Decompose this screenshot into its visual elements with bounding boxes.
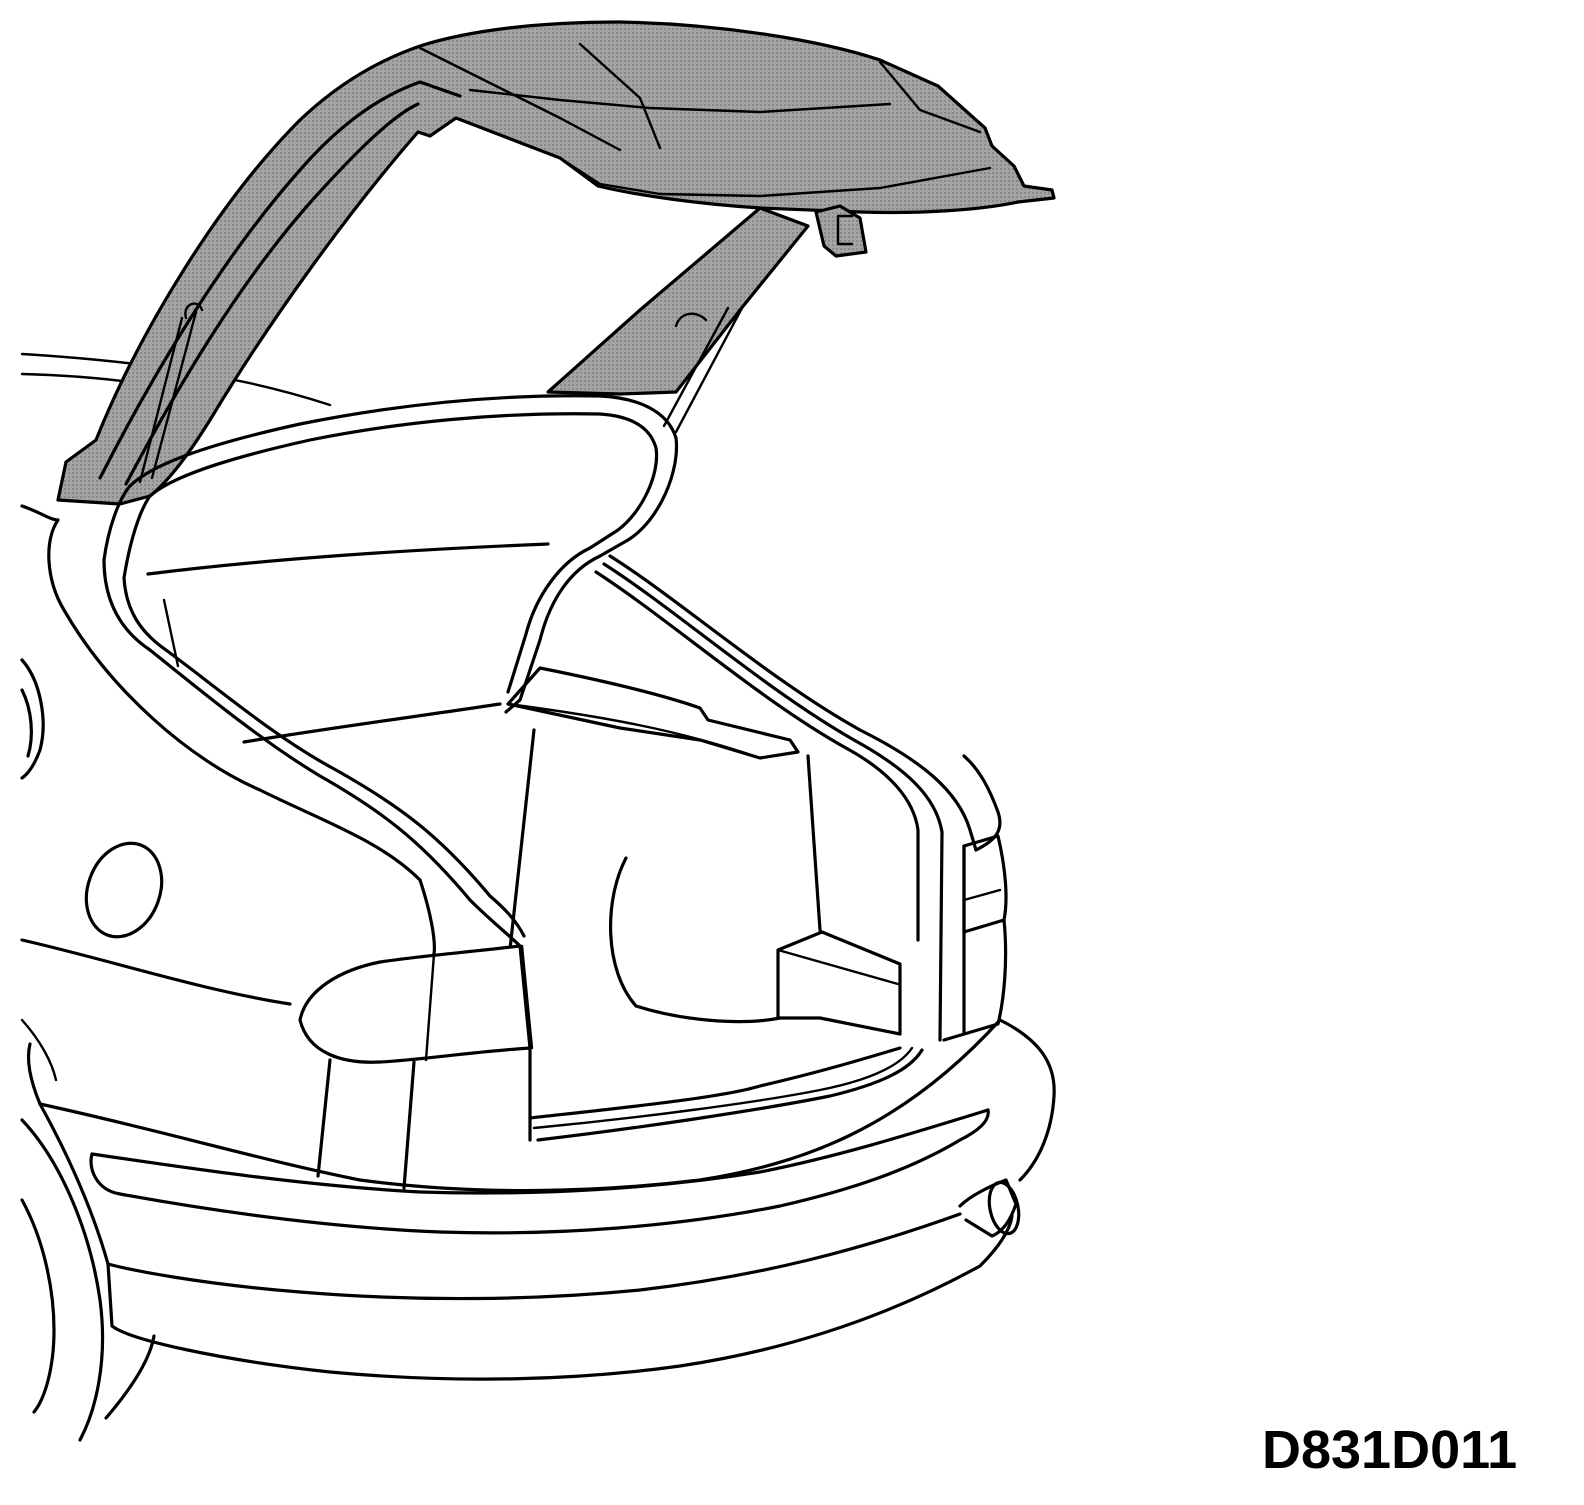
tailgate-panel-edge	[558, 156, 992, 198]
body-left-side-lower	[20, 938, 292, 1006]
tailgate-panel-line-4	[468, 88, 892, 114]
hatch-opening-left-inner	[122, 576, 492, 898]
boot-shelf-strip	[506, 666, 800, 760]
tailgate	[56, 20, 1056, 506]
gas-strut-left-mount	[184, 302, 204, 320]
wheel-well-cover	[608, 856, 782, 1024]
boot-right-seal-outer	[608, 554, 978, 852]
right-tail-light	[962, 834, 1008, 934]
tailgate-panel-line-3	[878, 60, 982, 134]
tailgate-seal-inner	[124, 102, 420, 486]
parcel-shelf-front-edge	[242, 702, 502, 744]
rear-tyre-tread	[104, 1334, 156, 1420]
gas-strut-left-2	[138, 316, 184, 484]
gas-strut-left	[150, 310, 198, 480]
boot-right-wall	[806, 754, 822, 932]
left-tail-light-divider	[424, 952, 436, 1062]
rear-bumper-lower-edge	[106, 1212, 962, 1301]
side-storage-box	[776, 930, 902, 1036]
hatch-opening-seal-inner	[122, 412, 659, 694]
rear-bumper-left-end	[38, 1102, 110, 1266]
gas-strut-right-mount	[674, 312, 708, 328]
rear-bumper-left-fold	[26, 1042, 42, 1106]
hatch-opening-seal-outer	[102, 394, 679, 714]
tailgate-latch-hook	[836, 214, 854, 246]
boot-right-seal-inner	[594, 570, 920, 942]
wheel-arch-trim	[20, 1018, 58, 1082]
left-tail-light	[298, 944, 532, 1064]
parcel-shelf-back-edge	[146, 542, 550, 576]
gas-strut-right-2	[662, 306, 730, 428]
boot-sill-mid	[532, 1046, 914, 1130]
tailgate-latch	[814, 204, 868, 258]
gas-strut-right	[674, 306, 744, 434]
right-tail-light-edge	[962, 888, 1002, 902]
rear-tyre-outer	[20, 1118, 105, 1442]
fuel-filler-cap	[84, 841, 164, 939]
left-tail-light-edge	[520, 944, 534, 1050]
right-rear-corner	[962, 754, 1002, 852]
left-rear-pillar-2	[468, 898, 522, 948]
hatch-opening-left	[102, 558, 472, 902]
boot-sill-upper	[528, 1046, 902, 1120]
tailgate-seal-outer	[98, 80, 462, 480]
side-storage-box-edge	[776, 948, 900, 986]
rear-tyre-inner	[20, 1198, 56, 1414]
boot-shelf-strip-line	[506, 702, 762, 760]
rear-bumper-bottom	[106, 1214, 1014, 1381]
left-rear-pillar	[418, 878, 436, 956]
body-below-left-light	[316, 1058, 332, 1178]
rear-bumper-top	[38, 1018, 1056, 1193]
tailgate-panel	[56, 20, 1056, 506]
exhaust-pipe	[958, 1178, 1021, 1238]
rear-wheel-arch-inner	[20, 688, 33, 758]
body-left-side	[20, 504, 422, 882]
boot-right-seal-mid	[602, 562, 944, 834]
boot-sill-lower	[536, 1048, 924, 1142]
rear-wheel-arch	[20, 658, 45, 780]
tailgate-panel-line-2	[578, 42, 662, 150]
rear-bumper-strip	[89, 1108, 990, 1235]
left-rear-pillar-3	[488, 894, 526, 938]
tailgate-right-arm	[546, 206, 810, 396]
body-below-left-light-2	[402, 1060, 416, 1190]
exhaust-pipe-tip	[987, 1180, 1021, 1236]
rear-bumper-strip-top	[90, 1108, 990, 1195]
parcel-shelf-left-side	[162, 598, 180, 668]
figure-code: D831D011	[1262, 1420, 1518, 1480]
tailgate-panel-line-1	[418, 46, 622, 152]
right-pillar-edge	[938, 830, 944, 1042]
